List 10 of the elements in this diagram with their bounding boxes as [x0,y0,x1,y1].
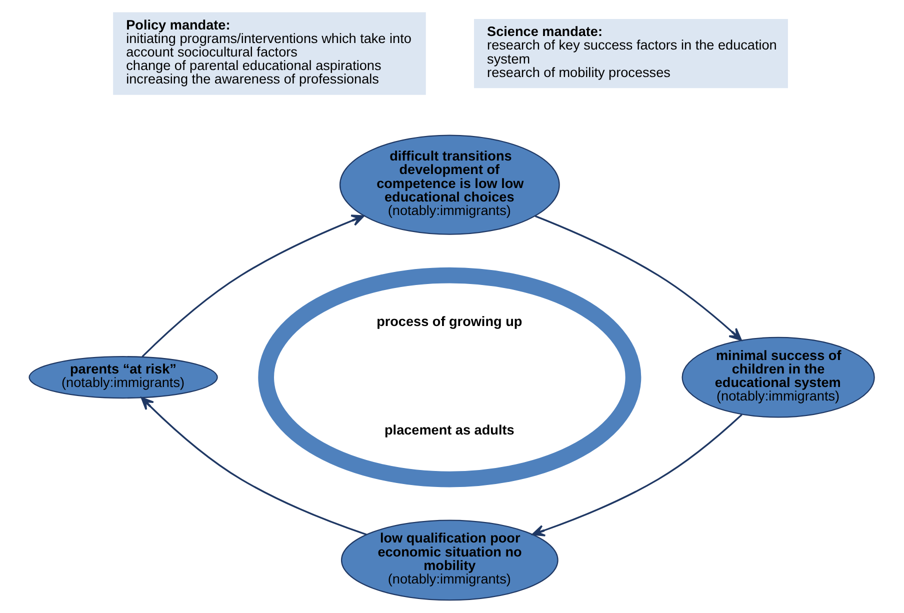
node-box: Policy mandate: initiating programs/interventions which take into account sociocultural factors change of parental educational aspirations increasing the awareness of professionals [113,12,426,95]
node-ellipse: parents “at risk” (notably:immigrants) [28,356,218,399]
node-ellipse: difficult transitions development of competence is low low educational choices (notably:immigrants) [339,134,560,235]
arrow [534,215,742,341]
arrow [532,414,742,536]
node-ellipse: minimal success of children in the educational system (notably:immigrants) [682,336,875,418]
arrow [140,396,367,536]
arrow [142,214,364,358]
node-ellipse: low qualification poor economic situation no mobility (notably:immigrants) [340,520,558,601]
node-box: Science mandate: research of key success factors in the education system research of mobility processes [474,19,788,88]
